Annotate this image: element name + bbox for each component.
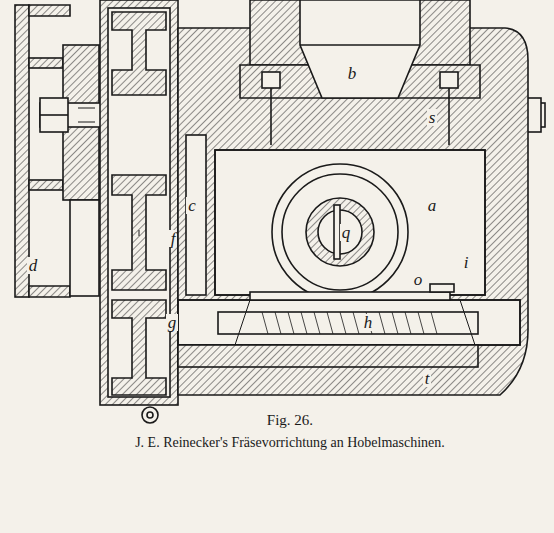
- worm-thread: [314, 312, 320, 334]
- part-letter: t: [423, 370, 432, 387]
- worm-thread: [379, 312, 385, 334]
- figure-caption: J. E. Reinecker's Fräsevorrichtung an Ho…: [135, 436, 445, 450]
- part-letter: g: [166, 314, 179, 331]
- part-letter: i: [462, 254, 471, 271]
- worm-thread: [431, 312, 437, 334]
- worm-thread: [262, 312, 268, 334]
- worm-thread: [288, 312, 294, 334]
- part-letter: f: [169, 230, 178, 247]
- part-letter: o: [412, 271, 425, 288]
- part-letter: d: [27, 257, 40, 274]
- worm-thread: [327, 312, 333, 334]
- part-letter: b: [346, 65, 359, 82]
- worm-thread: [392, 312, 398, 334]
- gear-housing: [100, 0, 178, 423]
- worm-thread: [340, 312, 346, 334]
- worm-wheel: [272, 164, 408, 300]
- worm-thread: [418, 312, 424, 334]
- part-letter: q: [340, 224, 353, 241]
- worm-shaft: [178, 284, 520, 367]
- part-letter: h: [362, 314, 375, 331]
- worm-thread: [405, 312, 411, 334]
- figure-number: Fig. 26.: [267, 413, 313, 428]
- part-letter: c: [186, 197, 198, 214]
- worm-thread: [275, 312, 281, 334]
- slide-block: [240, 0, 480, 145]
- pulley: [15, 5, 99, 297]
- worm-thread: [353, 312, 359, 334]
- part-letter: s: [427, 109, 438, 126]
- part-letter: a: [426, 197, 439, 214]
- worm-thread: [301, 312, 307, 334]
